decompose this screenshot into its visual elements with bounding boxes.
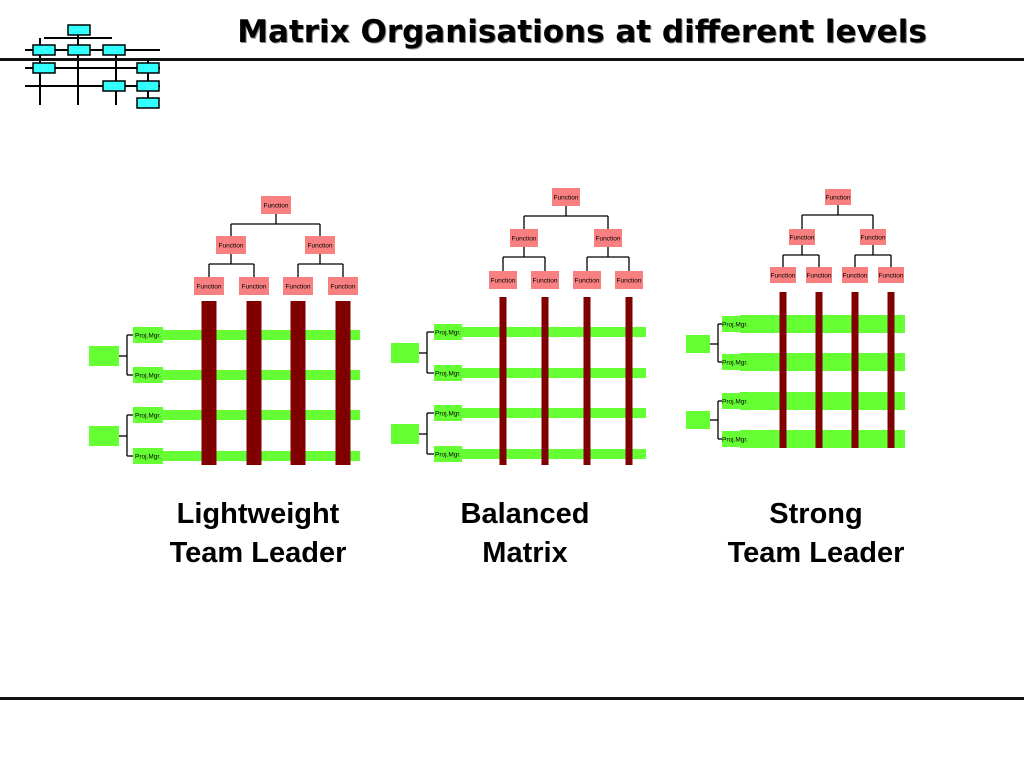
function-box <box>860 229 886 245</box>
function-bar <box>201 301 217 465</box>
caption-lightweight: Lightweight Team Leader <box>128 495 388 573</box>
function-box <box>216 236 246 254</box>
project-parent-box <box>89 346 119 366</box>
project-manager-box <box>434 365 462 381</box>
function-box-label: Function <box>575 278 600 285</box>
project-manager-box-label: Proj.Mgr. <box>135 454 161 461</box>
function-box <box>789 229 815 245</box>
function-box-label: Function <box>554 195 579 202</box>
project-parent-box <box>391 343 419 363</box>
project-manager-box <box>133 407 163 423</box>
page-title: Matrix Organisations at different levels <box>237 14 927 50</box>
project-manager-box <box>722 393 748 409</box>
function-bar <box>851 292 859 448</box>
function-box-label: Function <box>331 284 356 291</box>
function-box <box>842 267 868 283</box>
function-box-label: Function <box>512 236 537 243</box>
function-bar <box>815 292 823 448</box>
function-box-label: Function <box>286 284 311 291</box>
function-box <box>825 189 851 205</box>
project-manager-box-label: Proj.Mgr. <box>435 371 461 378</box>
function-box-label: Function <box>596 236 621 243</box>
project-manager-box <box>434 324 462 340</box>
function-box <box>489 271 517 289</box>
function-box <box>806 267 832 283</box>
function-box-label: Function <box>861 235 886 242</box>
function-box-label: Function <box>771 273 796 280</box>
function-bar <box>335 301 351 465</box>
function-box-label: Function <box>843 273 868 280</box>
function-bar <box>625 297 633 465</box>
project-manager-box <box>722 354 748 370</box>
function-bar <box>290 301 306 465</box>
function-bar <box>887 292 895 448</box>
function-box <box>531 271 559 289</box>
project-manager-box <box>133 367 163 383</box>
project-manager-box <box>434 446 462 462</box>
bottom-divider <box>0 697 1024 700</box>
function-box <box>305 236 335 254</box>
project-manager-box-label: Proj.Mgr. <box>135 333 161 340</box>
project-parent-box <box>89 426 119 446</box>
caption-line: Team Leader <box>727 537 905 569</box>
project-manager-box-label: Proj.Mgr. <box>435 411 461 418</box>
caption-line: Strong <box>769 498 863 530</box>
function-box <box>552 188 580 206</box>
project-manager-box-label: Proj.Mgr. <box>435 452 461 459</box>
function-box <box>261 196 291 214</box>
function-box-label: Function <box>879 273 904 280</box>
function-box-label: Function <box>242 284 267 291</box>
function-bar <box>583 297 591 465</box>
function-box-label: Function <box>533 278 558 285</box>
function-box-label: Function <box>807 273 832 280</box>
project-manager-box <box>722 316 748 332</box>
project-manager-box <box>133 327 163 343</box>
function-box-label: Function <box>308 243 333 250</box>
project-manager-box-label: Proj.Mgr. <box>722 322 748 329</box>
function-box <box>328 277 358 295</box>
caption-strong: Strong Team Leader <box>686 495 946 573</box>
function-box <box>615 271 643 289</box>
function-box-label: Function <box>617 278 642 285</box>
caption-line: Lightweight <box>176 498 340 530</box>
caption-line: Team Leader <box>169 537 347 569</box>
top-divider <box>0 58 1024 61</box>
project-manager-box-label: Proj.Mgr. <box>722 437 748 444</box>
project-parent-box <box>686 335 710 353</box>
project-manager-box <box>133 448 163 464</box>
function-box <box>239 277 269 295</box>
function-box-label: Function <box>219 243 244 250</box>
function-box-label: Function <box>790 235 815 242</box>
function-box <box>770 267 796 283</box>
function-box-label: Function <box>264 203 289 210</box>
function-bar <box>541 297 549 465</box>
caption-line: Balanced <box>460 498 590 530</box>
project-manager-box-label: Proj.Mgr. <box>722 360 748 367</box>
project-manager-box-label: Proj.Mgr. <box>722 399 748 406</box>
function-box <box>594 229 622 247</box>
function-bar <box>499 297 507 465</box>
caption-balanced: Balanced Matrix <box>395 495 655 573</box>
project-parent-box <box>391 424 419 444</box>
function-box-label: Function <box>826 195 851 202</box>
project-parent-box <box>686 411 710 429</box>
function-box <box>878 267 904 283</box>
caption-line: Matrix <box>482 537 568 569</box>
function-bar <box>246 301 262 465</box>
project-manager-box <box>722 431 748 447</box>
function-bar <box>779 292 787 448</box>
function-box <box>510 229 538 247</box>
function-box-label: Function <box>491 278 516 285</box>
function-box-label: Function <box>197 284 222 291</box>
function-box <box>573 271 601 289</box>
function-box <box>283 277 313 295</box>
project-manager-box-label: Proj.Mgr. <box>135 413 161 420</box>
function-box <box>194 277 224 295</box>
project-manager-box-label: Proj.Mgr. <box>435 330 461 337</box>
org-chart-icon <box>25 24 160 109</box>
project-manager-box <box>434 405 462 421</box>
project-manager-box-label: Proj.Mgr. <box>135 373 161 380</box>
